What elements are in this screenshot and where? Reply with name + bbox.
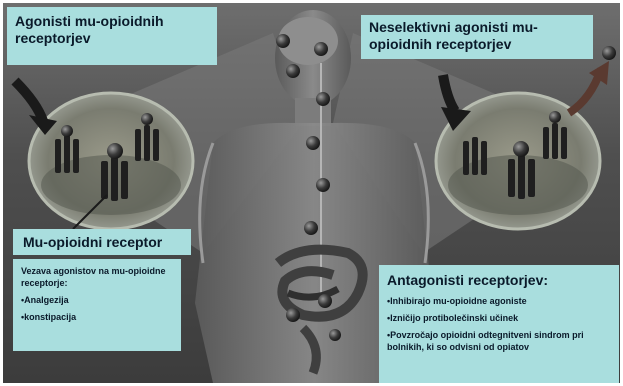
antagonists-item: •Povzročajo opioidni odtegnitveni sindro… bbox=[387, 329, 611, 353]
antagonists-box: Antagonisti receptorjev: •Inhibirajo mu-… bbox=[379, 265, 619, 383]
receptor-dot bbox=[306, 136, 320, 150]
label-mu-agonists-text: Agonisti mu-opioidnih receptorjev bbox=[15, 13, 164, 46]
binding-item: •konstipacija bbox=[21, 311, 173, 323]
label-nonselective-agonists: Neselektivni agonisti mu-opioidnih recep… bbox=[361, 15, 593, 59]
diagram-scene: Agonisti mu-opioidnih receptorjev Nesele… bbox=[3, 3, 620, 383]
receptor-dot bbox=[316, 92, 330, 106]
antagonists-heading: Antagonisti receptorjev: bbox=[387, 271, 611, 289]
arrow-into-left-cell bbox=[15, 81, 57, 135]
arrow-out-of-right-cell bbox=[569, 61, 609, 113]
label-mu-receptor: Mu-opioidni receptor bbox=[13, 229, 191, 255]
label-mu-receptor-text: Mu-opioidni receptor bbox=[23, 234, 162, 250]
binding-heading: Vezava agonistov na mu-opioidne receptor… bbox=[21, 265, 173, 289]
antagonists-item: •Izničijo protibolečinski učinek bbox=[387, 312, 611, 324]
receptor-dot bbox=[316, 178, 330, 192]
released-ligand-dot bbox=[602, 46, 616, 60]
binding-item: •Analgezija bbox=[21, 294, 173, 306]
receptor-dot bbox=[304, 221, 318, 235]
cell-left bbox=[29, 93, 193, 229]
label-mu-agonists: Agonisti mu-opioidnih receptorjev bbox=[7, 7, 217, 65]
receptor-dot bbox=[318, 294, 332, 308]
receptor-dot bbox=[276, 34, 290, 48]
binding-effects-box: Vezava agonistov na mu-opioidne receptor… bbox=[13, 259, 181, 351]
antagonists-item: •Inhibirajo mu-opioidne agoniste bbox=[387, 295, 611, 307]
receptor-dot bbox=[286, 64, 300, 78]
label-nonselective-agonists-text: Neselektivni agonisti mu-opioidnih recep… bbox=[369, 19, 538, 52]
receptor-dot bbox=[329, 329, 341, 341]
receptor-dot bbox=[314, 42, 328, 56]
receptor-dot bbox=[286, 308, 300, 322]
